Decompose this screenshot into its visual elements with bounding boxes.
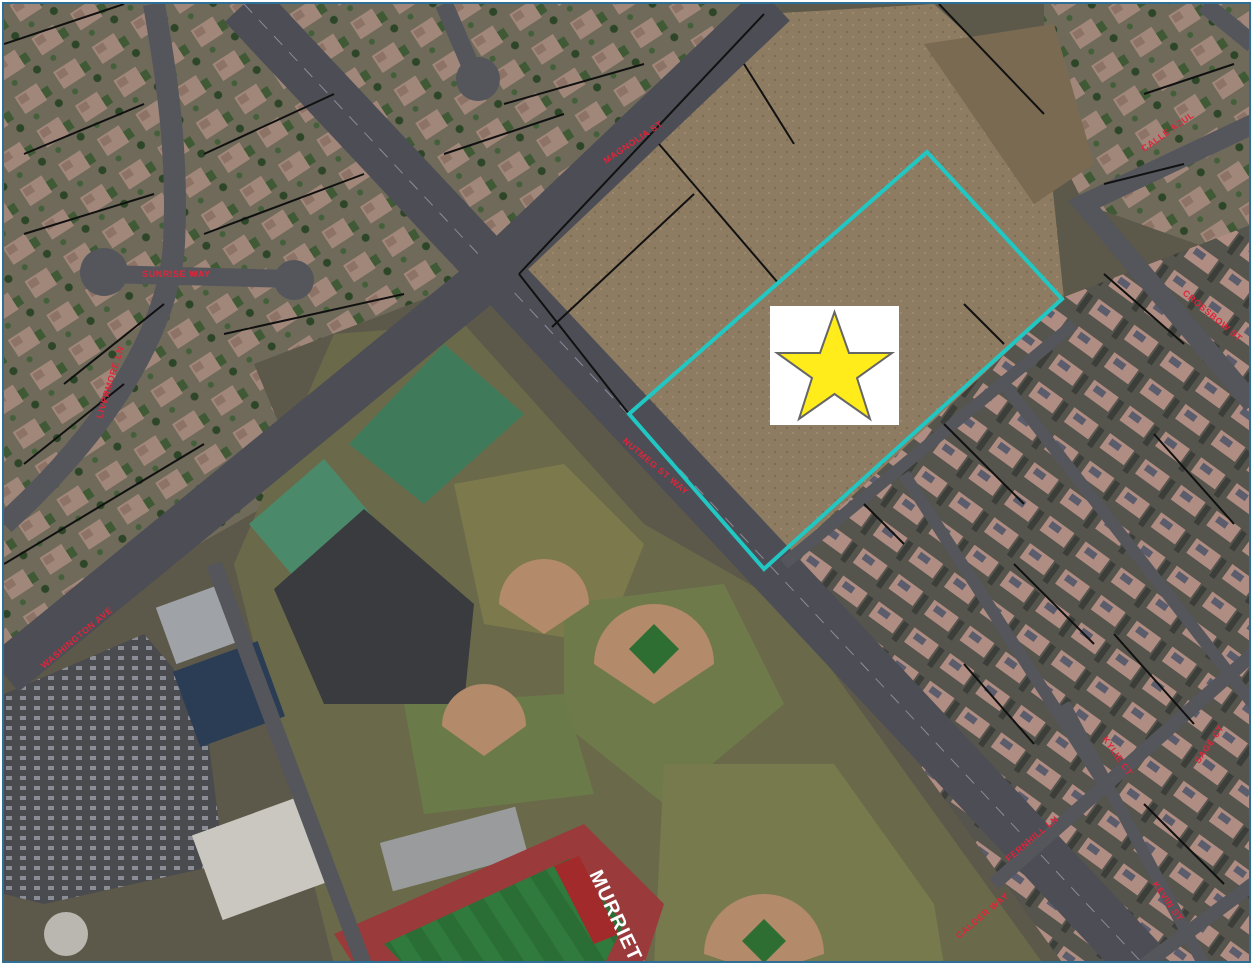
athletic-field: MURRIETA (334, 824, 664, 961)
west-neighborhood (4, 364, 304, 654)
subject-property-boundary (626, 149, 1065, 572)
ballfields (442, 559, 824, 961)
asphalt-lot (274, 509, 474, 704)
street-label-sunrise: SUNRISE WAY (142, 269, 211, 279)
tennis-courts (349, 344, 524, 504)
east-neighborhood (774, 225, 1249, 961)
roads (4, 4, 1249, 961)
aerial-image: MURRIETA (4, 4, 1249, 961)
parcel-lines (4, 4, 1235, 885)
star-icon (773, 309, 896, 422)
subject-marker (770, 306, 899, 425)
parking-lot (4, 634, 224, 904)
